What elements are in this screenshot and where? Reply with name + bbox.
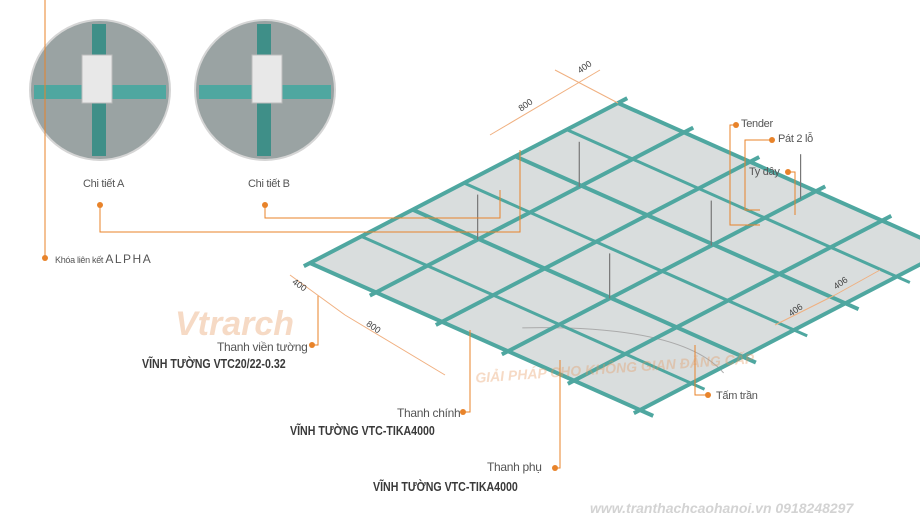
watermark-site: www.tranthachcaohanoi.vn 0918248297 — [590, 500, 854, 516]
leader-dot — [705, 392, 711, 398]
panel-cut-edge — [522, 327, 724, 374]
callout-main-bar: Thanh chính — [397, 406, 461, 420]
dimension-line — [289, 274, 346, 316]
leader-dot — [97, 202, 103, 208]
leader-dot — [460, 409, 466, 415]
dimension-line — [554, 69, 619, 104]
main-bar — [500, 184, 827, 357]
cross-bar — [309, 261, 655, 418]
detail-clip — [81, 54, 113, 104]
leader-line — [744, 139, 772, 211]
detail-b-label: Chi tiết B — [248, 178, 290, 190]
dimension-line — [834, 269, 881, 296]
leader-line — [463, 330, 471, 413]
main-bar-product: VĨNH TƯỜNG VTC-TIKA4000 — [290, 424, 435, 438]
callout-ty-day: Ty dây — [749, 166, 780, 178]
watermark-logo: Vtrarch — [175, 305, 295, 343]
leader-dot — [262, 202, 268, 208]
leader-line — [694, 345, 708, 396]
main-bar — [434, 155, 761, 327]
wall-bar-product: VĨNH TƯỜNG VTC20/22-0.32 — [142, 357, 286, 371]
leader-dot — [785, 169, 791, 175]
cross-bar — [411, 207, 757, 365]
leader-dot — [552, 465, 558, 471]
detail-a-label: Chi tiết A — [83, 178, 125, 190]
leader-dot — [733, 122, 739, 128]
leader-line — [99, 150, 521, 233]
alpha-lock-text: Khóa liên kết — [55, 255, 104, 265]
main-bar — [302, 96, 629, 268]
leader-dot — [769, 137, 775, 143]
leader-dot — [42, 255, 48, 261]
ceiling-panel — [310, 103, 920, 410]
alpha-brand: ALPHA — [105, 252, 153, 266]
callout-wall-bar: Thanh viền tường — [217, 340, 308, 354]
main-bar — [632, 262, 920, 415]
detail-clip — [251, 54, 283, 104]
cross-bar — [463, 181, 808, 338]
main-bar — [566, 214, 893, 386]
cross-bar — [617, 101, 920, 240]
cross-bar — [566, 128, 911, 284]
callout-alpha-lock: Khóa liên kết ALPHA — [55, 252, 152, 266]
dimension-line — [489, 69, 601, 136]
leader-dot — [309, 342, 315, 348]
main-bar — [368, 125, 695, 298]
leader-line — [264, 190, 501, 219]
callout-tam-tran: Tấm trần — [716, 390, 758, 402]
callout-cross-bar: Thanh phụ — [487, 460, 542, 474]
cross-bar — [360, 234, 706, 391]
dimension-line — [344, 314, 446, 376]
callout-tender: Tender — [741, 118, 773, 130]
cross-bar — [514, 154, 860, 312]
leader-line — [312, 295, 319, 346]
cross-bar-product: VĨNH TƯỜNG VTC-TIKA4000 — [373, 480, 518, 494]
dimension-line — [774, 294, 836, 326]
callout-pat: Pát 2 lỗ — [778, 133, 813, 145]
